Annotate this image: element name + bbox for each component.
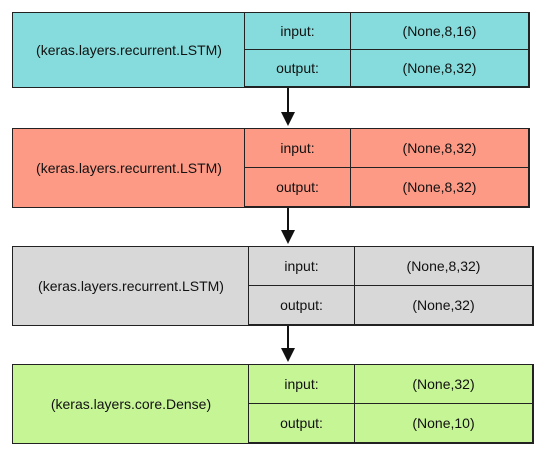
output-label: output: <box>248 285 355 325</box>
input-label: input: <box>248 246 355 286</box>
layer-name: (keras.layers.recurrent.LSTM) <box>36 160 222 176</box>
arrow-down-icon <box>281 88 295 126</box>
input-shape: (None,8,16) <box>350 12 529 50</box>
input-shape: (None,8,32) <box>354 246 533 286</box>
layer-box-2: (keras.layers.recurrent.LSTM) input: (No… <box>12 128 530 208</box>
output-shape: (None,32) <box>354 285 533 325</box>
arrow-down-icon <box>281 208 295 244</box>
layer-box-3: (keras.layers.recurrent.LSTM) input: (No… <box>12 246 534 326</box>
input-shape: (None,8,32) <box>350 128 529 168</box>
input-label: input: <box>248 364 355 404</box>
input-shape: (None,32) <box>354 364 533 404</box>
layer-box-1: (keras.layers.recurrent.LSTM) input: (No… <box>12 12 530 88</box>
output-label: output: <box>244 167 351 207</box>
output-label: output: <box>244 49 351 87</box>
layer-name: (keras.layers.recurrent.LSTM) <box>36 42 222 58</box>
output-shape: (None,10) <box>354 403 533 443</box>
layer-name: (keras.layers.recurrent.LSTM) <box>38 278 224 294</box>
output-label: output: <box>248 403 355 443</box>
input-label: input: <box>244 128 351 168</box>
output-shape: (None,8,32) <box>350 49 529 87</box>
layer-box-4: (keras.layers.core.Dense) input: (None,3… <box>12 364 534 444</box>
arrow-down-icon <box>281 326 295 362</box>
input-label: input: <box>244 12 351 50</box>
layer-name: (keras.layers.core.Dense) <box>50 396 212 412</box>
output-shape: (None,8,32) <box>350 167 529 207</box>
